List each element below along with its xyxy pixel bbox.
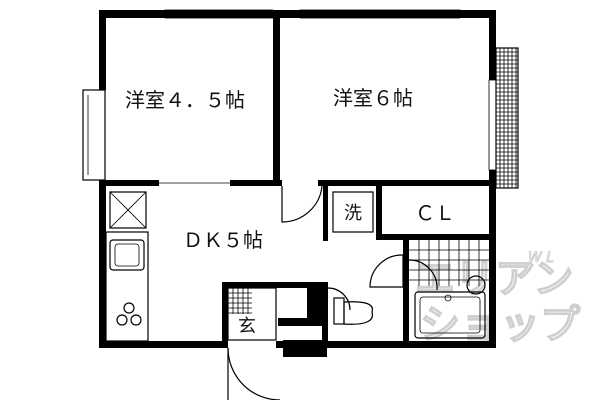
room-label-western-large: 洋室６帖 [333, 86, 413, 110]
outer-walls [99, 10, 496, 357]
tile-patterns [228, 240, 489, 314]
balcony-grid [496, 48, 518, 188]
fixtures [105, 191, 486, 342]
watermark-line2: ショップ [420, 302, 580, 348]
room-label-closet: ＣＬ [415, 201, 455, 225]
room-label-washer: 洗 [344, 203, 362, 224]
windows [82, 9, 519, 189]
room-label-dining-kitchen: ＤＫ５帖 [183, 228, 263, 252]
watermark-corner: W L [528, 250, 554, 266]
doors [159, 40, 438, 400]
room-label-western-small: 洋室４．５帖 [125, 88, 245, 112]
room-label-entrance: 玄 [238, 316, 256, 337]
